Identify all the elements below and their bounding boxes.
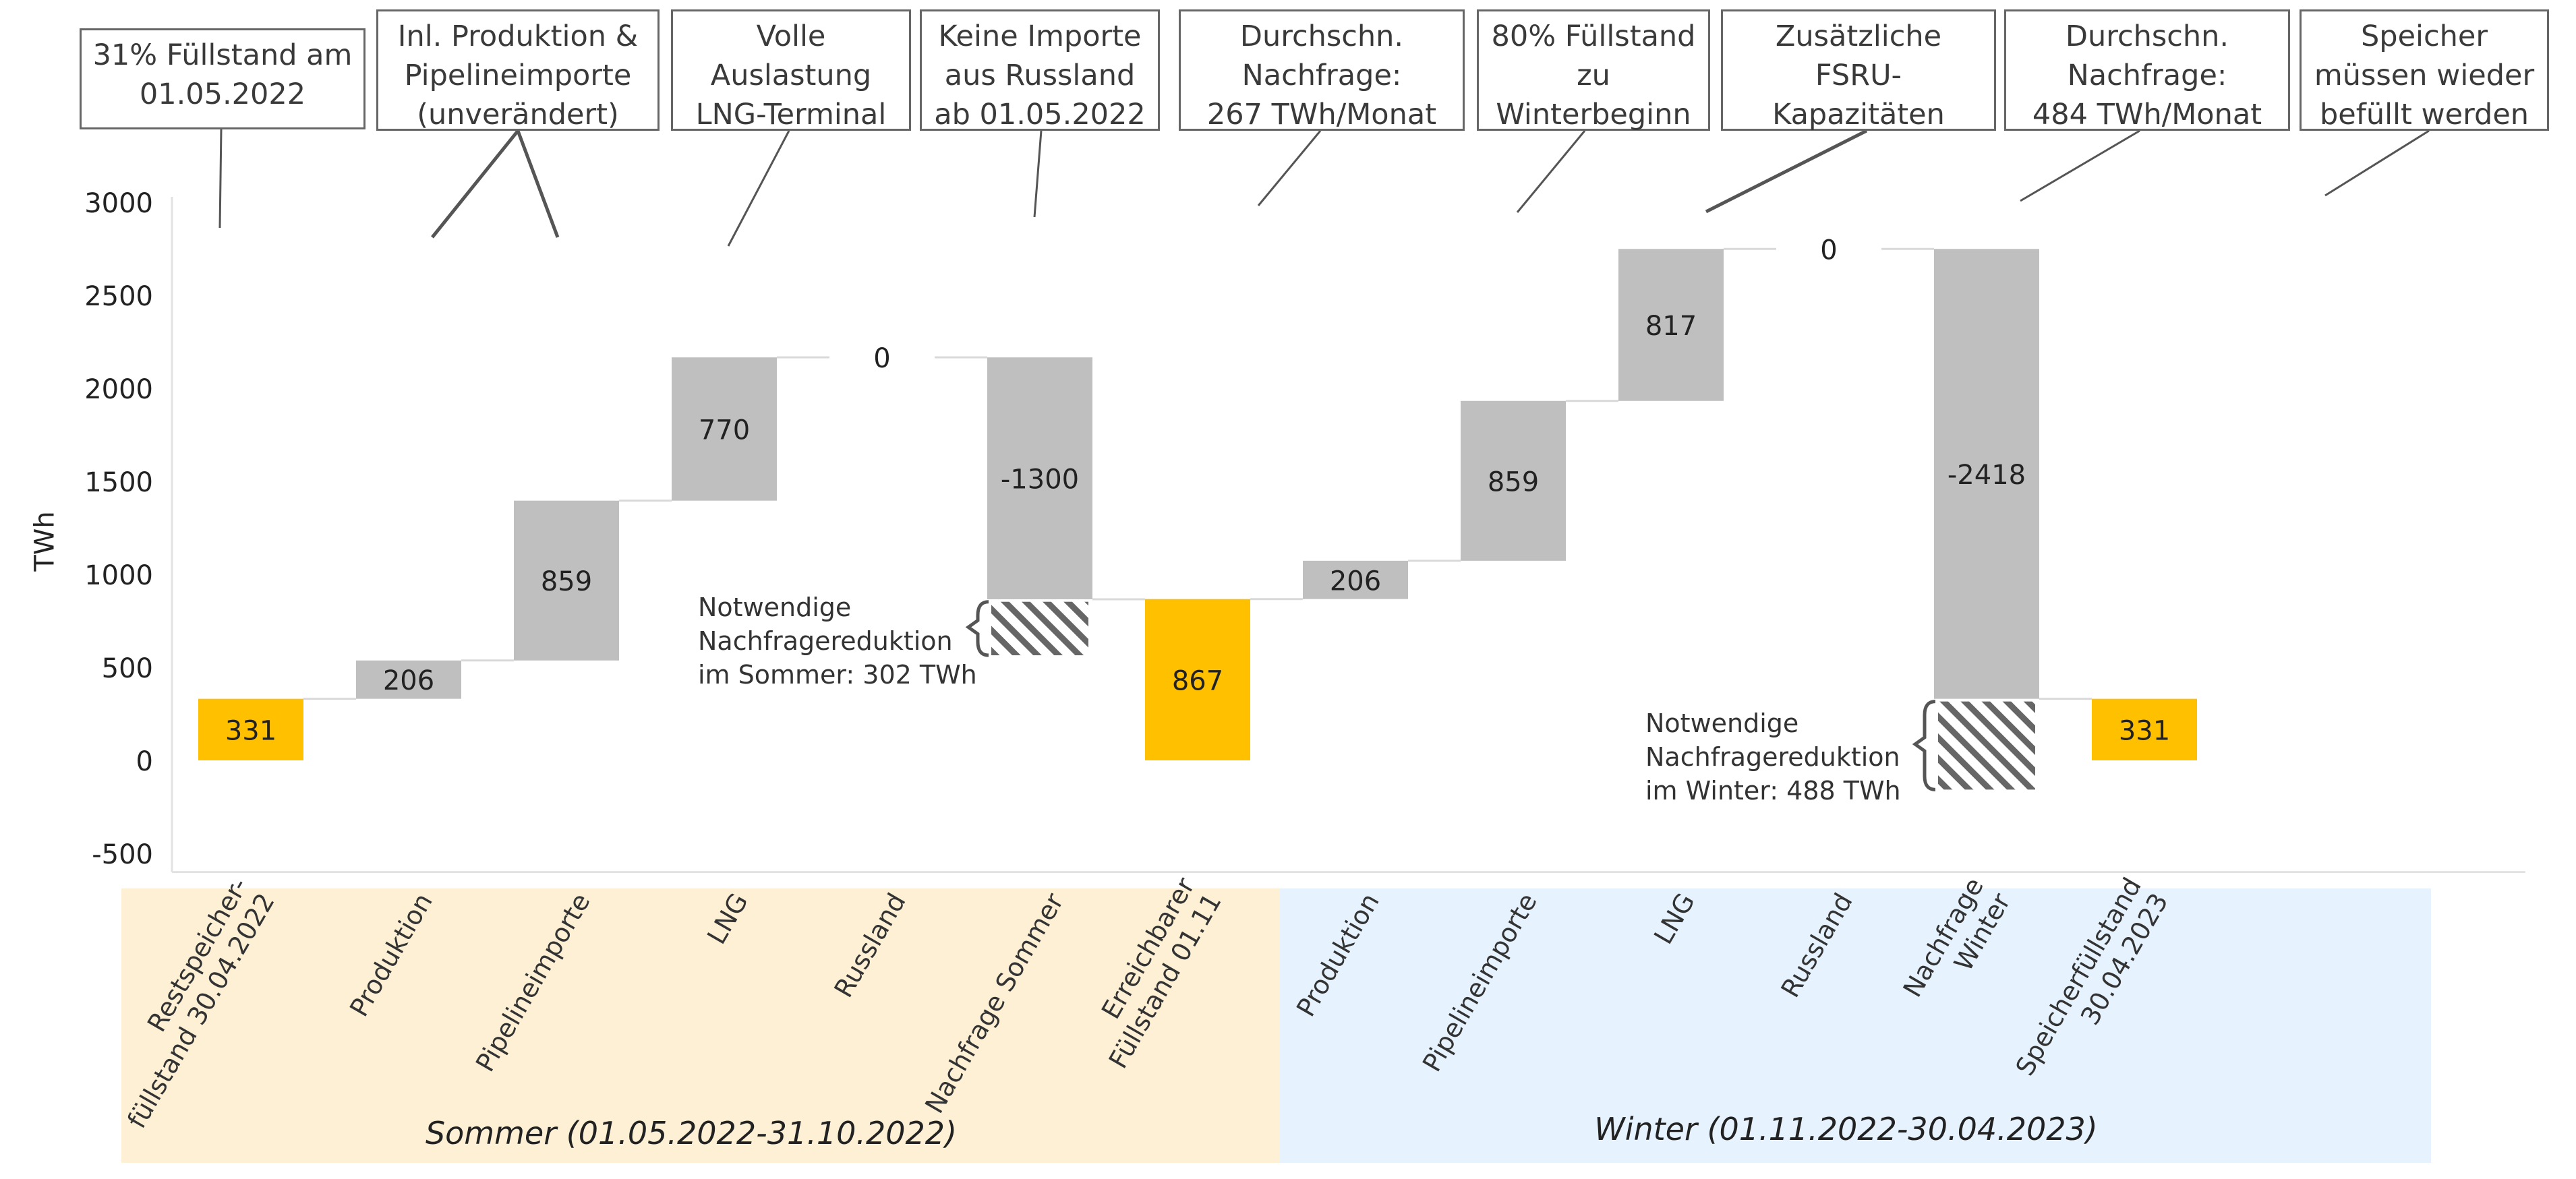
data-label: -1300 [1001, 464, 1079, 495]
annotation-box-4: Durchschn. Nachfrage: 267 TWh/Monat [1179, 9, 1465, 131]
data-label: 331 [225, 715, 276, 746]
annotation-line: Auslastung [710, 59, 872, 92]
annotation-line: 31% Füllstand am [92, 38, 353, 72]
leader-line [1516, 130, 1586, 213]
annotation-line: Nachfrage: [1241, 59, 1402, 92]
annotation-line: 80% Füllstand [1491, 20, 1696, 53]
y-tick-label: 3000 [84, 188, 153, 219]
annotation-line: Pipelineimporte [404, 59, 632, 92]
gap-note-line: Notwendige [1645, 708, 1799, 738]
hatched-gap-1 [1938, 701, 2035, 790]
leader-line [431, 129, 519, 239]
bar-7 [1303, 560, 1408, 599]
annotation-box-7: Durchschn. Nachfrage: 484 TWh/Monat [2004, 9, 2290, 131]
leader-line [1033, 130, 1043, 218]
annotation-line: Durchschn. [2065, 20, 2229, 53]
leader-line [2324, 129, 2430, 197]
period-band-1 [1280, 888, 2431, 1163]
annotation-line: Keine Importe [938, 20, 1142, 53]
leader-line [1257, 130, 1322, 206]
annotation-line: Inl. Produktion & [397, 20, 639, 53]
bar-11 [1934, 249, 2039, 699]
annotation-line: Nachfrage: [2067, 59, 2227, 92]
gap-note-line: Nachfragereduktion [1645, 742, 1900, 772]
gap-note-line: Notwendige [698, 593, 852, 622]
bar-9 [1618, 249, 1724, 401]
y-tick-label: 500 [102, 653, 153, 684]
y-tick-label: 1500 [84, 467, 153, 498]
annotation-line: LNG-Terminal [695, 98, 887, 131]
leader-line [2020, 129, 2140, 202]
bar-12 [2092, 698, 2197, 760]
annotation-line: ab 01.05.2022 [934, 98, 1146, 131]
bar-1 [356, 660, 461, 699]
y-tick-label: 2500 [84, 281, 153, 312]
annotation-line: Speicher [2360, 20, 2488, 53]
annotation-line: Volle [756, 20, 826, 53]
annotation-line: (unverändert) [417, 98, 619, 131]
period-label-1: Winter (01.11.2022-30.04.2023) [1594, 1111, 2098, 1147]
data-label: 817 [1645, 311, 1697, 342]
bar-6 [1145, 599, 1250, 760]
period-band-0 [121, 888, 1280, 1163]
bar-0 [198, 698, 303, 760]
data-label: 206 [1330, 566, 1381, 597]
data-label: 206 [383, 665, 434, 696]
gap-note-line: im Sommer: 302 TWh [698, 660, 977, 690]
gap-note-line: im Winter: 488 TWh [1645, 776, 1901, 806]
bar-5 [987, 357, 1092, 599]
data-label: 0 [873, 343, 890, 374]
leader-line [218, 129, 223, 229]
annotation-line: FSRU- [1815, 59, 1902, 92]
bar-3 [672, 357, 777, 501]
data-label: 770 [699, 415, 750, 446]
annotation-box-1: Inl. Produktion & Pipelineimporte (unverän… [376, 9, 660, 131]
annotation-box-0: 31% Füllstand am 01.05.2022 [80, 28, 365, 129]
annotation-line: Zusätzliche [1775, 20, 1942, 53]
leader-line [1705, 129, 1868, 214]
y-tick-label: 1000 [84, 560, 153, 591]
leader-line [727, 130, 790, 247]
annotation-line: befüllt werden [2319, 98, 2529, 131]
data-label: 0 [1820, 235, 1837, 266]
annotation-line: 267 TWh/Monat [1206, 98, 1437, 131]
data-label: 331 [2119, 715, 2170, 746]
gap-note-line: Nachfragereduktion [698, 626, 953, 656]
annotation-line: aus Russland [944, 59, 1136, 92]
annotation-line: müssen wieder [2314, 59, 2535, 92]
period-label-0: Sommer (01.05.2022-31.10.2022) [425, 1115, 958, 1151]
annotation-line: zu [1577, 59, 1610, 92]
y-axis-title: TWh [29, 511, 61, 572]
bar-2 [514, 500, 619, 661]
gap-brace-0 [965, 600, 989, 657]
annotation-box-3: Keine Importe aus Russland ab 01.05.2022 [920, 9, 1160, 131]
leader-line [516, 130, 560, 238]
data-label: 867 [1172, 665, 1223, 696]
annotation-line: 484 TWh/Monat [2032, 98, 2262, 131]
y-tick-label: 2000 [84, 374, 153, 405]
annotation-line: 01.05.2022 [139, 78, 306, 111]
bar-8 [1461, 400, 1566, 561]
data-label: 859 [541, 566, 592, 597]
annotation-line: Durchschn. [1239, 20, 1404, 53]
annotation-line: Winterbeginn [1496, 98, 1691, 131]
hatched-gap-0 [991, 601, 1088, 656]
y-tick-label: -500 [92, 839, 153, 870]
data-label: 859 [1488, 466, 1539, 497]
annotation-line: Kapazitäten [1772, 98, 1945, 131]
data-label: -2418 [1948, 460, 2026, 491]
gap-brace-1 [1912, 700, 1936, 791]
annotation-box-8: Speicher müssen wieder befüllt werden [2300, 9, 2549, 131]
y-tick-label: 0 [136, 746, 153, 777]
